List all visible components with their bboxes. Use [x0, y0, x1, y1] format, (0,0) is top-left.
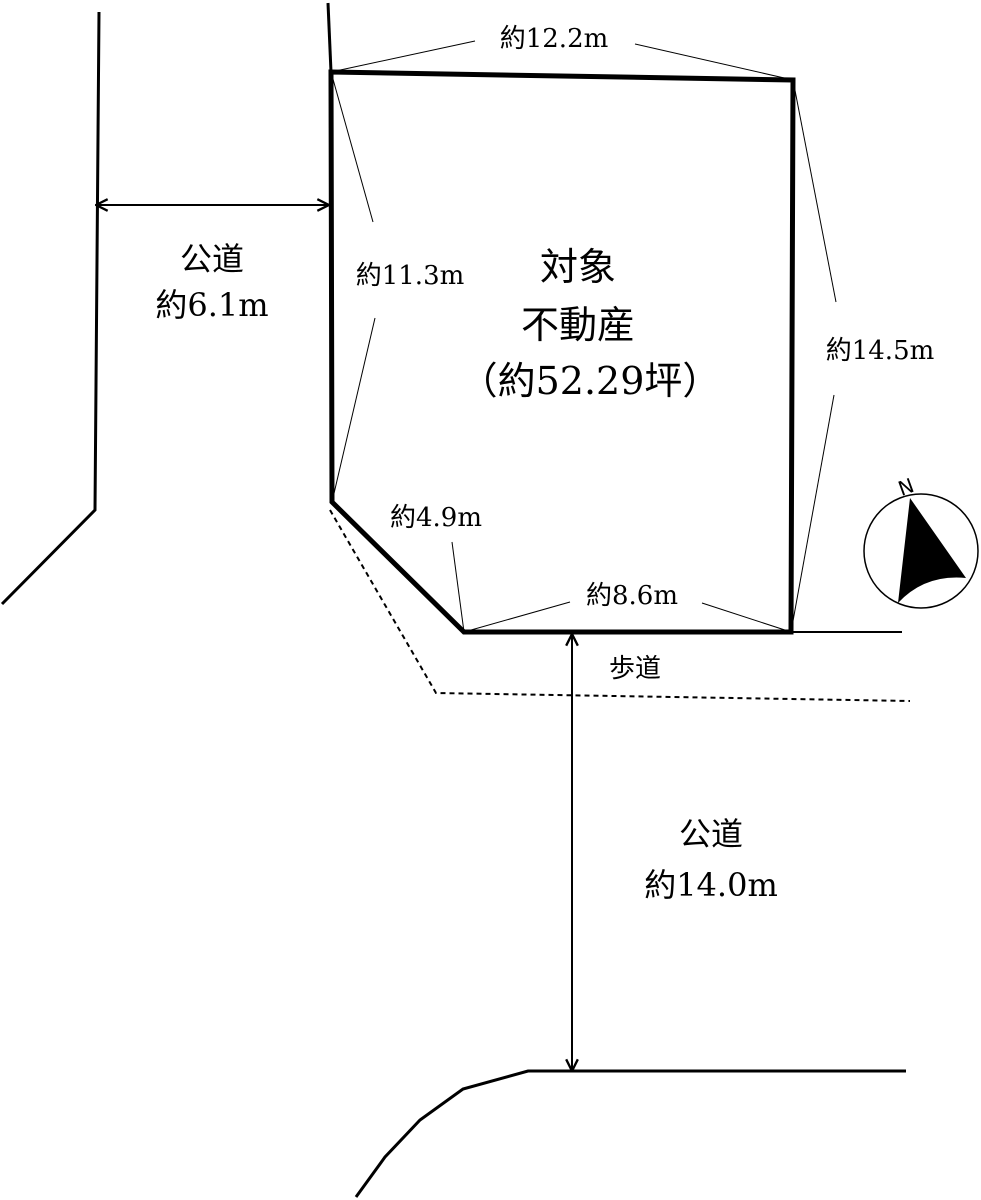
property-west-boundary-extension [326, 2, 333, 73]
corner-dimension-label: 約4.9m [390, 503, 482, 533]
west-road-width: 約6.1m [155, 286, 268, 324]
top-dimension-label: 約12.2m [500, 24, 609, 54]
left-dimension-label: 約11.3m [356, 261, 465, 291]
north-arrow-icon: N [863, 473, 979, 609]
property-title-line1: 対象 [540, 245, 616, 289]
south-road-far-edge [354, 1069, 906, 1198]
left-dimension-leader [330, 71, 374, 223]
top-dimension-leader [634, 43, 794, 81]
right-dimension-leader [790, 394, 835, 633]
sidewalk-label: 歩道 [609, 654, 661, 684]
left-dimension-leader [331, 317, 376, 503]
corner-dimension-leader [451, 541, 465, 633]
west-road-edge [0, 11, 101, 606]
bottom-dimension-leader [701, 602, 792, 633]
south-road-name: 公道 [679, 815, 743, 853]
dimension-leaders [330, 40, 837, 633]
bottom-dimension-label: 約8.6m [586, 581, 678, 611]
right-dimension-leader [792, 79, 837, 303]
compass-north-label: N [895, 473, 917, 501]
property-area: （約52.29坪） [460, 359, 721, 403]
property-title-line2: 不動産 [521, 303, 635, 347]
west-road-name: 公道 [180, 240, 244, 278]
compass-needle [898, 498, 966, 603]
sidewalk-line [329, 509, 911, 702]
right-dimension-label: 約14.5m [826, 336, 935, 366]
property-boundary [328, 69, 796, 635]
south-road-width: 約14.0m [644, 866, 778, 904]
top-dimension-leader [330, 40, 476, 73]
bottom-dimension-leader [463, 601, 571, 633]
